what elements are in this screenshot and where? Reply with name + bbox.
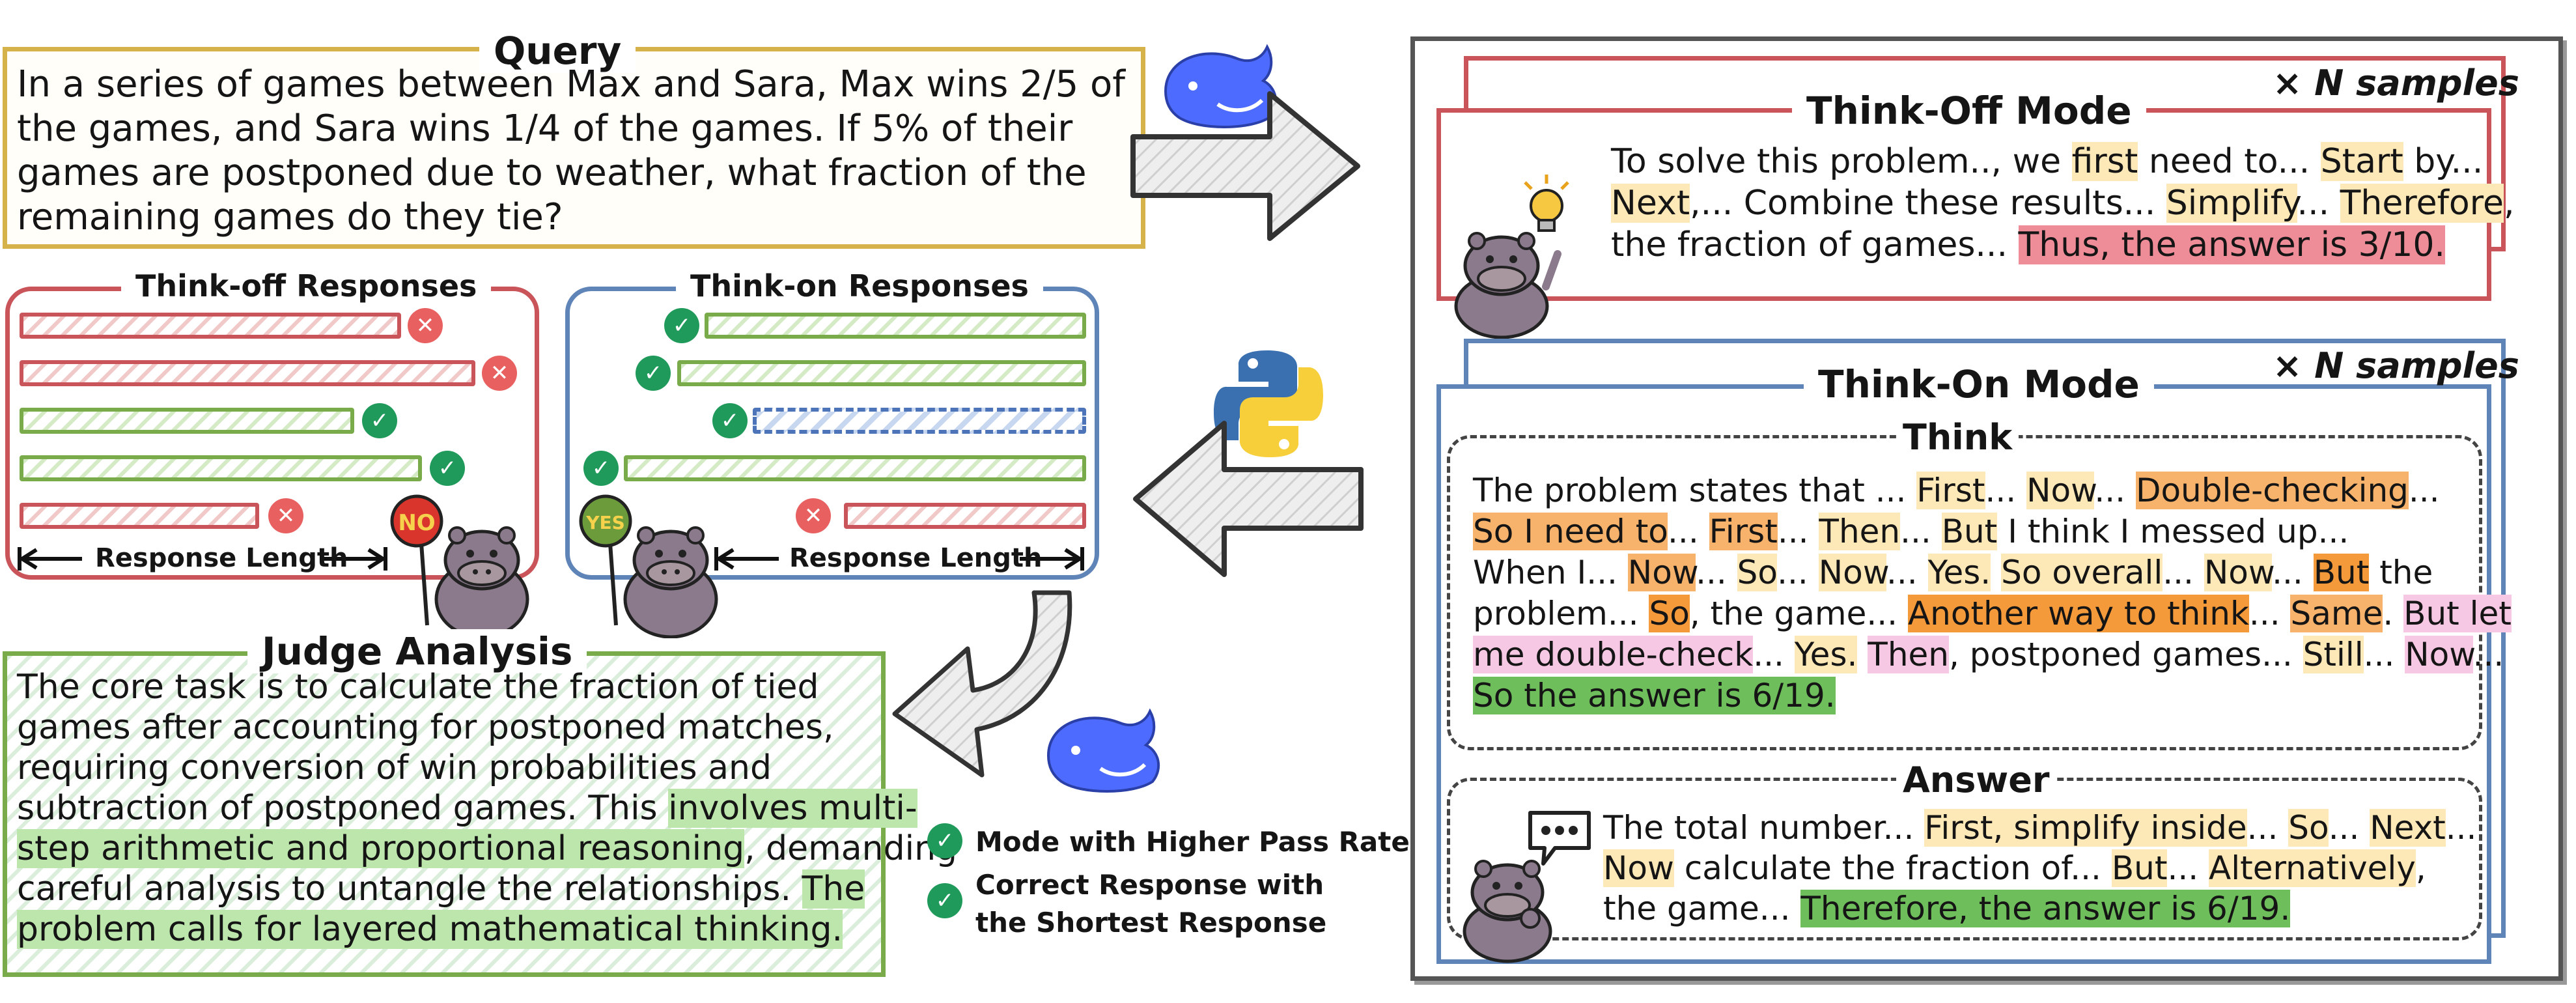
answer-section-title: Answer — [1896, 759, 2056, 800]
think-off-responses-title: Think-off Responses — [121, 268, 492, 304]
shortest-correct-response-bar — [753, 408, 1086, 434]
speech-bubble-icon — [1528, 811, 1591, 866]
response-bar — [20, 313, 401, 339]
deepseek-whale-icon — [1164, 44, 1277, 128]
think-text: The problem states that ... First... Now… — [1473, 472, 2512, 714]
cross-icon: ✕ — [796, 498, 831, 533]
python-icon — [1214, 350, 1323, 457]
response-bar — [20, 503, 259, 529]
think-on-mode-title: Think-On Mode — [1804, 362, 2154, 406]
cross-icon: ✕ — [268, 498, 303, 533]
answer-text: The total number... First, simplify insi… — [1603, 809, 2477, 927]
check-icon: ✓ — [712, 403, 748, 438]
response-bar — [20, 360, 475, 386]
think-off-samples-label: × N samples — [2273, 63, 2519, 104]
cross-icon: ✕ — [482, 356, 517, 391]
hippo-no-sign-icon: NO — [390, 494, 529, 638]
hippo-yes-sign-icon: YES — [579, 494, 718, 638]
response-bar — [677, 360, 1086, 386]
response-bar — [844, 503, 1086, 529]
think-on-samples-label: × N samples — [2273, 345, 2519, 386]
response-bar — [705, 313, 1086, 339]
response-bar — [20, 455, 422, 481]
response-length-axis — [714, 547, 1084, 571]
response-length-label: Response Length — [789, 543, 1043, 573]
left-arrow-icon — [1133, 421, 1364, 577]
cross-icon: ✕ — [408, 308, 443, 343]
svg-text:NO: NO — [398, 510, 435, 536]
response-bar — [20, 408, 354, 434]
response-length-label: Response Length — [95, 543, 348, 573]
check-icon: ✓ — [636, 356, 671, 391]
deepseek-whale-icon — [1046, 708, 1160, 793]
hippo-thinking-icon — [1454, 232, 1561, 339]
right-arrow-icon — [1130, 91, 1360, 241]
think-on-responses-title: Think-on Responses — [676, 268, 1043, 304]
query-title: Query — [479, 29, 636, 73]
legend-shortest-correct: Correct Response with the Shortest Respo… — [975, 869, 1327, 939]
check-icon: ✓ — [927, 883, 962, 918]
query-text: In a series of games between Max and Sar… — [17, 63, 1125, 238]
check-icon: ✓ — [664, 308, 699, 343]
judge-analysis-title: Judge Analysis — [247, 629, 587, 673]
response-length-axis — [18, 547, 387, 571]
think-off-response-text: To solve this problem.., we first need t… — [1611, 142, 2515, 264]
lightbulb-icon — [1524, 175, 1569, 232]
check-icon: ✓ — [583, 451, 619, 486]
curved-arrow-icon — [892, 590, 1072, 778]
judge-analysis-text: The core task is to calculate the fracti… — [17, 668, 958, 949]
svg-text:YES: YES — [585, 512, 625, 533]
legend-higher-pass-rate: Mode with Higher Pass Rate — [975, 826, 1410, 858]
check-icon: ✓ — [362, 403, 397, 438]
hippo-pondering-icon — [1463, 860, 1552, 963]
check-icon: ✓ — [927, 823, 962, 858]
think-off-mode-title: Think-Off Mode — [1792, 89, 2146, 133]
think-section-title: Think — [1896, 417, 2019, 458]
check-icon: ✓ — [430, 451, 465, 486]
response-bar — [624, 455, 1086, 481]
